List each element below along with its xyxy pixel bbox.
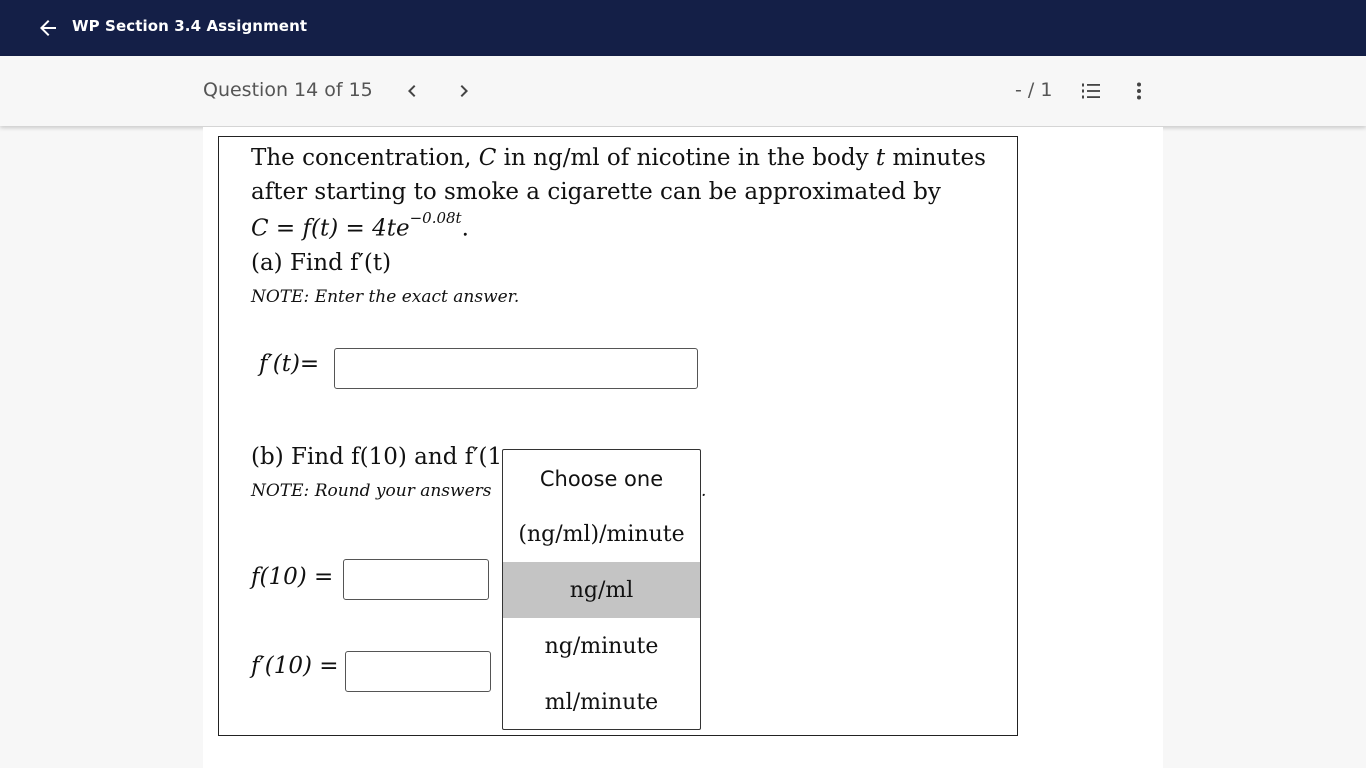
problem-intro-line1: The concentration, C in ng/ml of nicotin… (251, 145, 986, 171)
dropdown-placeholder-option[interactable]: Choose one (539, 467, 664, 491)
question-counter: Question 14 of 15 (203, 79, 373, 101)
previous-question-button[interactable] (400, 79, 424, 103)
answer-a-field[interactable] (334, 348, 698, 389)
dropdown-option[interactable]: (ng/ml)/minute (518, 521, 685, 547)
part-b-note-tail: . (701, 481, 707, 501)
more-options-button[interactable] (1127, 79, 1151, 103)
problem-intro-line2: after starting to smoke a cigarette can … (251, 179, 941, 205)
question-frame: The concentration, C in ng/ml of nicotin… (218, 136, 1018, 736)
units-dropdown-menu[interactable]: Choose one (ng/ml)/minute ng/ml ng/minut… (502, 449, 701, 730)
dropdown-option[interactable]: ng/minute (544, 633, 659, 659)
dropdown-option[interactable]: ml/minute (544, 689, 659, 715)
answer-f10-label: f(10) = (251, 564, 334, 590)
answer-f10-field[interactable] (343, 559, 489, 600)
app-bar: WP Section 3.4 Assignment (0, 0, 1366, 56)
chevron-right-icon (460, 85, 468, 97)
part-b-heading: (b) Find f(10) and f′(1 (251, 444, 503, 470)
next-question-button[interactable] (452, 79, 476, 103)
dropdown-option-highlighted[interactable]: ng/ml (503, 562, 700, 618)
answer-fp10-field[interactable] (345, 651, 491, 692)
arrow-left-icon (40, 20, 56, 36)
part-a-heading: (a) Find f′(t) (251, 250, 392, 276)
part-b-note: NOTE: Round your answers (251, 481, 492, 501)
assignment-title: WP Section 3.4 Assignment (72, 17, 308, 35)
chevron-left-icon (408, 85, 416, 97)
answer-fp10-label: f′(10) = (251, 653, 339, 679)
back-button[interactable] (36, 16, 60, 40)
answer-a-label: f′(t)= (259, 351, 320, 377)
problem-formula: C = f(t) = 4te−0.08t. (251, 209, 469, 242)
numbered-list-icon (1082, 83, 1100, 99)
part-a-note: NOTE: Enter the exact answer. (251, 287, 520, 307)
more-vertical-icon (1137, 82, 1141, 100)
question-nav-bar: Question 14 of 15 - / 1 (0, 56, 1366, 126)
question-score: - / 1 (1015, 79, 1053, 101)
question-list-button[interactable] (1079, 79, 1103, 103)
